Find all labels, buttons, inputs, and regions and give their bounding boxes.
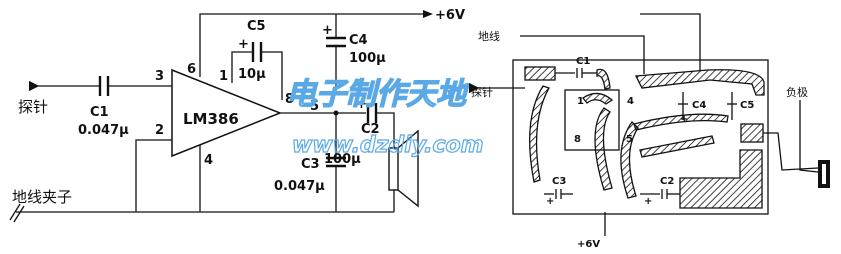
pcb-probe-pad [524,66,556,81]
c3-name: C3 [301,157,320,172]
pcb-pin4: 4 [627,96,634,107]
ic-label: LM386 [183,110,239,128]
ground-clip-icon [9,203,25,223]
pcb-probe-label: 探针 [471,85,493,99]
pcb-c2-label: C2 [660,176,674,187]
pcb-c3-label: C3 [552,176,566,187]
supply-rail [199,13,423,60]
pcb-pin8: 8 [574,134,581,145]
pcb-pin1: 1 [577,96,584,107]
c5-value: 10μ [238,67,266,82]
supply-label: +6V [435,8,465,23]
pcb-trace-left [528,85,550,183]
pcb-c4-label: C4 [692,100,706,111]
pcb-trace-pin5 [620,120,639,199]
c3-value: 0.047μ [274,179,325,194]
pin1-num: 1 [219,69,228,84]
pin6-num: 6 [187,62,196,77]
output-node [333,110,339,116]
watermark: 电子制作天地 www.dzdiy.com [285,76,484,158]
pcb-negative-pad [740,123,764,143]
pcb-c1-trace [596,68,611,90]
pcb-speaker-jack-inner [822,164,826,184]
pcb-board [512,59,769,215]
lm386-ic [171,68,283,158]
c5-plus: + [238,37,249,52]
c1-value: 0.047μ [78,123,129,138]
pcb-ground-pad [634,69,765,96]
pcb-negative-label: 负极 [786,85,808,99]
pcb-supply-label: +6V [577,239,600,250]
speaker-cone [397,129,419,208]
supply-arrow-icon [423,10,433,18]
c4-name: C4 [349,33,368,48]
pin4-num: 4 [204,153,213,168]
watermark-title: 电子制作天地 [286,77,470,112]
pcb-layout: 地线 探针 C1 1 4 8 5 C4 + C5 [468,13,830,250]
pcb-c5-label: C5 [740,100,754,111]
pcb-trace-right [639,135,715,158]
pcb-c1-label: C1 [576,56,590,67]
pcb-ic-socket [564,89,620,151]
watermark-url: www.dzdiy.com [292,133,484,158]
pcb-negative-wire [763,100,819,173]
pcb-trace-top [633,113,729,131]
c2-plus: + [356,97,367,112]
ground-clip-label: 地线夹子 [12,188,72,206]
pin5-num: 5 [310,99,319,114]
pcb-ground-label: 地线 [478,29,500,43]
c4-plus: + [322,23,333,38]
pin2-wire [135,139,172,212]
c2-name: C2 [361,122,380,137]
probe-label: 探针 [18,98,48,116]
pcb-trace-pin1 [582,92,614,105]
c4-value: 100μ [349,51,386,66]
pin2-num: 2 [155,123,164,138]
pcb-supply-leader [640,13,701,70]
pin3-num: 3 [155,69,164,84]
pcb-c2-plus: + [644,196,652,207]
c1-name: C1 [90,105,109,120]
c5-name: C5 [247,19,266,34]
c2-to-speaker-wire [376,112,395,148]
schematic: +6V + C4 100μ LM386 6 + C5 10μ 1 8 5 + C… [9,8,465,223]
pcb-ground-area [679,149,763,209]
c5-wire [231,51,283,100]
pcb-ground-leader [520,35,645,74]
pcb-c4-plus: + [680,114,688,125]
c2-value: 100μ [324,152,361,167]
pcb-trace-pin8 [594,107,613,191]
pcb-c3-plus: + [546,196,554,207]
pin8-num: 8 [285,92,294,107]
